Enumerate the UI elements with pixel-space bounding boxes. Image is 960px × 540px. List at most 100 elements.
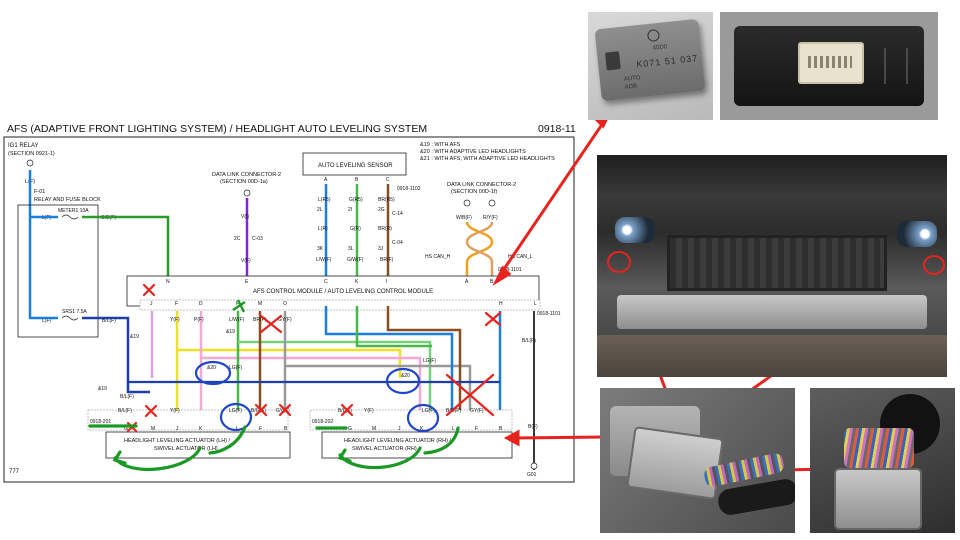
wire-bl-right: B/L(F)	[522, 338, 536, 344]
ground-icon	[530, 462, 538, 470]
module-casing: 40D0 AUTO ADB K071 51 037	[594, 18, 706, 102]
hs-can-l: HS CAN_L	[508, 254, 533, 260]
conn-0918-1101-top: 0918-1101	[498, 267, 522, 273]
harness-closeup-photo	[810, 388, 955, 533]
module-pin-m: M	[258, 301, 262, 307]
actuator-rh-line2: SWIVEL ACTUATOR (RH)	[352, 446, 417, 452]
module-pin-k: K	[355, 279, 359, 285]
wire-lg-right: LG(F)	[423, 358, 436, 364]
fuse-srs-icon	[61, 315, 79, 321]
fuse-meter-label: METER1 10A	[58, 208, 89, 214]
legend-20: &20 : WITH ADAPTIVE LED HEADLIGHTS	[420, 149, 526, 155]
actuator-rh-line1: HEADLIGHT LEVELING ACTUATOR (RH) /	[344, 438, 451, 444]
act-lh-wire-bl: B/L(F)	[118, 408, 132, 414]
bumper-beam	[617, 295, 927, 329]
module-wire-gyf: GY(F)	[278, 317, 292, 323]
fuse-srs-label: SRS1 7.5A	[62, 309, 87, 315]
green-arrow-marks	[88, 424, 460, 471]
sensor-wire-mid-b: G(R)	[350, 226, 361, 232]
sensor-wire-mid-a: L(R)	[318, 226, 328, 232]
conn-2c: 2C	[234, 236, 241, 242]
fuse-block-id: F-01	[34, 189, 45, 195]
dlc-right-section: (SECTION 00D-1f)	[451, 189, 497, 195]
act-rh-pin-l: L	[452, 426, 455, 432]
act-rh-pin-j: J	[398, 426, 401, 432]
conn-c04: C-04	[392, 240, 403, 246]
hs-can-h: HS CAN_H	[425, 254, 451, 260]
module-small-text: 40D0	[652, 44, 668, 52]
act-lh-pin-g: G	[124, 426, 128, 432]
wire-srs-in: L(F)	[42, 318, 52, 324]
ig1-terminal-icon	[26, 159, 34, 167]
conn-c14: C-14	[392, 211, 403, 217]
module-pin-e: E	[245, 279, 249, 285]
auto-leveling-sensor-box	[302, 152, 407, 176]
module-pin-f: F	[175, 301, 178, 307]
act-lh-pin-f: F	[259, 426, 262, 432]
ref-19a: &19	[130, 334, 139, 340]
act-lh-wire-y: Y(F)	[170, 408, 180, 414]
actuator-lh-line1: HEADLIGHT LEVELING ACTUATOR (LH) /	[124, 438, 231, 444]
headlight-right-icon	[897, 221, 937, 247]
diagram-title: AFS (ADAPTIVE FRONT LIGHTING SYSTEM) / H…	[7, 123, 427, 135]
module-pin-l: L	[534, 301, 537, 307]
module-pin-h: H	[499, 301, 503, 307]
sensor-wire-top-b: G(R5)	[349, 197, 363, 203]
sensor-code-2l: 2L	[317, 207, 323, 213]
conn-c03: C-03	[252, 236, 263, 242]
headlight-left-icon	[615, 217, 655, 243]
act-rh-pin-b: B	[499, 426, 503, 432]
module-pin-b: B	[490, 279, 494, 285]
closeup-plug-icon	[834, 468, 922, 530]
act-rh-pin-k: K	[420, 426, 424, 432]
sensor-wire-top-a: L(R5)	[318, 197, 331, 203]
fuse-block-box	[17, 204, 99, 338]
engine-bay-photo	[597, 155, 947, 377]
sensor-wire-bottom-a: L/W(F)	[316, 257, 332, 263]
module-pin-c: C	[324, 279, 328, 285]
sensor-pin-b: B	[355, 177, 359, 183]
module-logo-icon	[646, 28, 661, 43]
act-lh-pin-j: J	[176, 426, 179, 432]
sensor-wire-bottom-c: BR(F)	[380, 257, 394, 263]
sensor-code-2g: 2G	[378, 207, 385, 213]
page-code: 0918-11	[538, 123, 576, 135]
module-pin-p: P	[236, 301, 240, 307]
module-label-auto: AUTO	[623, 75, 641, 83]
module-pin-o: O	[283, 301, 287, 307]
engine-bay-right-marker	[923, 255, 945, 275]
sensor-pin-a: A	[324, 177, 328, 183]
conn-rh: 0918-202	[312, 419, 333, 425]
actuator-lh-line2: SWIVEL ACTUATOR (LH)	[154, 446, 218, 452]
wire-lg-left: LG(F)	[229, 365, 242, 371]
ig1-relay-label: IG1 RELAY	[8, 143, 39, 149]
dlc-left-terminal-icon	[243, 189, 251, 197]
module-wire-lwf: L/W(F)	[229, 317, 245, 323]
module-label-adb: ADB	[624, 83, 638, 91]
sensor-wire-mid-c: BR(R)	[378, 226, 392, 232]
sensor-code-3l: 3L	[348, 246, 354, 252]
harness-connector-photo	[600, 388, 795, 533]
act-rh-wire-y: Y(F)	[364, 408, 374, 414]
fuse-meter-icon	[61, 214, 79, 220]
module-pin-i: I	[386, 279, 387, 285]
ref-20a: &20	[207, 365, 216, 371]
module-part-code: K071 51 037	[635, 52, 699, 70]
sensor-wire-bottom-b: G/W(F)	[347, 257, 364, 263]
ref-20b: &20	[401, 373, 410, 379]
footer-code: 777	[9, 469, 20, 475]
wire-bl-left: B/L(F)	[120, 394, 134, 400]
can-twisted-pair-l	[465, 221, 494, 276]
green-check-mark	[232, 299, 246, 313]
blue-circle-marks	[194, 360, 440, 433]
dlc-left-title: DATA LINK CONNECTOR-2	[212, 172, 281, 178]
module-marking-icon	[884, 48, 908, 84]
can-h-terminal-icon	[463, 199, 471, 207]
module-pin-j: J	[150, 301, 153, 307]
radiator-support	[667, 235, 887, 291]
actuator-lh-pin-row	[87, 409, 289, 431]
wire-v-top: V(I)	[241, 214, 249, 220]
can-l-terminal-icon	[488, 199, 496, 207]
